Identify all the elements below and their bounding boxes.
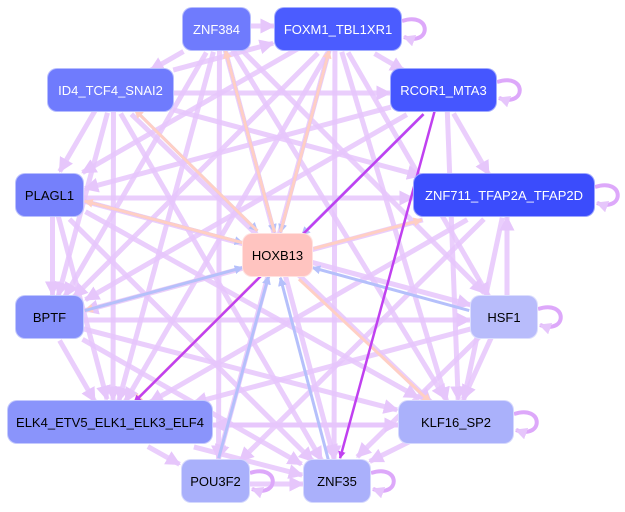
- edge-hoxb13-to-plagl1: [83, 198, 244, 245]
- node-label: BPTF: [32, 309, 67, 325]
- edge-rcor1-to-bptf: [84, 112, 409, 302]
- edge-foxm1-to-plagl1: [81, 46, 300, 175]
- edge-rcor1-to-plagl1: [83, 104, 392, 193]
- edge-foxm1-to-rcor1: [373, 51, 406, 73]
- edge-rcor1-to-znf35: [338, 110, 436, 459]
- edge-foxm1-to-znf35: [326, 50, 342, 461]
- edge-rcor1-to-znf711: [451, 112, 491, 176]
- node-znf35[interactable]: ZNF35: [303, 459, 371, 503]
- edge-foxm1-to-bptf: [71, 51, 320, 299]
- node-label: FOXM1_TBL1XR1: [283, 21, 393, 37]
- self-loop-znf711: [594, 183, 620, 213]
- node-klf16[interactable]: KLF16_SP2: [398, 400, 514, 444]
- edge-rcor1-to-klf16: [444, 111, 466, 402]
- node-label: ELK4_ETV5_ELK1_ELK3_ELF4: [16, 414, 204, 430]
- self-loop-hsf1: [537, 305, 563, 335]
- node-foxm1[interactable]: FOXM1_TBL1XR1: [274, 7, 402, 51]
- node-znf384[interactable]: ZNF384: [182, 7, 251, 51]
- node-label: HOXB13: [251, 247, 304, 263]
- edge-znf711-to-elk4: [148, 217, 469, 405]
- edge-znf35-to-hoxb13: [278, 276, 330, 461]
- edge-znf384-to-pou3f2: [211, 51, 227, 461]
- edge-hsf1-to-elk4: [191, 326, 472, 407]
- edge-hsf1-to-znf35: [355, 335, 482, 459]
- node-label: ZNF384: [193, 21, 240, 37]
- self-loop-pou3f2: [249, 469, 275, 499]
- node-label: POU3F2: [190, 473, 241, 489]
- edge-hsf1-to-hoxb13: [311, 265, 470, 313]
- node-label: ZNF711_TFAP2A_TFAP2D: [425, 187, 583, 203]
- self-loop-foxm1: [401, 17, 427, 47]
- node-plagl1[interactable]: PLAGL1: [15, 173, 84, 217]
- edge-znf384-to-klf16: [230, 48, 448, 400]
- edge-plagl1-to-znf35: [67, 217, 315, 463]
- node-znf711[interactable]: ZNF711_TFAP2A_TFAP2D: [413, 173, 595, 217]
- node-label: RCOR1_MTA3: [400, 82, 487, 98]
- node-label: HSF1: [487, 309, 521, 325]
- edge-hoxb13-to-znf711: [313, 217, 423, 250]
- edge-znf384-to-id4: [148, 49, 185, 73]
- node-label: PLAGL1: [24, 187, 75, 203]
- node-label: ID4_TCF4_SNAI2: [58, 82, 163, 98]
- edge-id4-to-znf711: [172, 107, 423, 180]
- edge-bptf-to-elk4: [57, 339, 97, 403]
- edge-hoxb13-to-klf16: [297, 278, 432, 404]
- edge-id4-to-plagl1: [57, 109, 98, 173]
- node-elk4[interactable]: ELK4_ETV5_ELK1_ELK3_ELF4: [7, 400, 213, 444]
- edge-znf711-to-pou3f2: [238, 217, 486, 463]
- node-hoxb13[interactable]: HOXB13: [242, 233, 313, 277]
- edge-elk4-to-znf35: [193, 444, 304, 479]
- node-bptf[interactable]: BPTF: [15, 295, 84, 339]
- node-label: ZNF35: [317, 473, 357, 489]
- edge-hsf1-to-klf16: [461, 336, 494, 401]
- edge-klf16-to-znf35: [368, 439, 412, 464]
- edge-bptf-to-klf16: [82, 326, 399, 414]
- node-pou3f2[interactable]: POU3F2: [181, 459, 250, 503]
- self-loop-rcor1: [496, 78, 522, 108]
- node-id4[interactable]: ID4_TCF4_SNAI2: [47, 68, 174, 112]
- edge-plagl1-to-klf16: [84, 209, 420, 400]
- self-loop-klf16: [513, 410, 539, 440]
- edge-pou3f2-to-hoxb13: [217, 275, 271, 459]
- node-hsf1[interactable]: HSF1: [470, 295, 538, 339]
- edge-bptf-to-hoxb13: [84, 265, 244, 312]
- node-rcor1[interactable]: RCOR1_MTA3: [390, 68, 497, 112]
- edge-foxm1-to-elk4: [123, 51, 330, 403]
- node-label: KLF16_SP2: [420, 414, 492, 430]
- edge-hoxb13-to-znf384: [223, 49, 276, 233]
- self-loop-znf35: [370, 469, 396, 499]
- edge-hoxb13-to-id4: [133, 108, 259, 232]
- edge-elk4-to-pou3f2: [146, 444, 181, 467]
- edge-hoxb13-to-foxm1: [279, 49, 332, 233]
